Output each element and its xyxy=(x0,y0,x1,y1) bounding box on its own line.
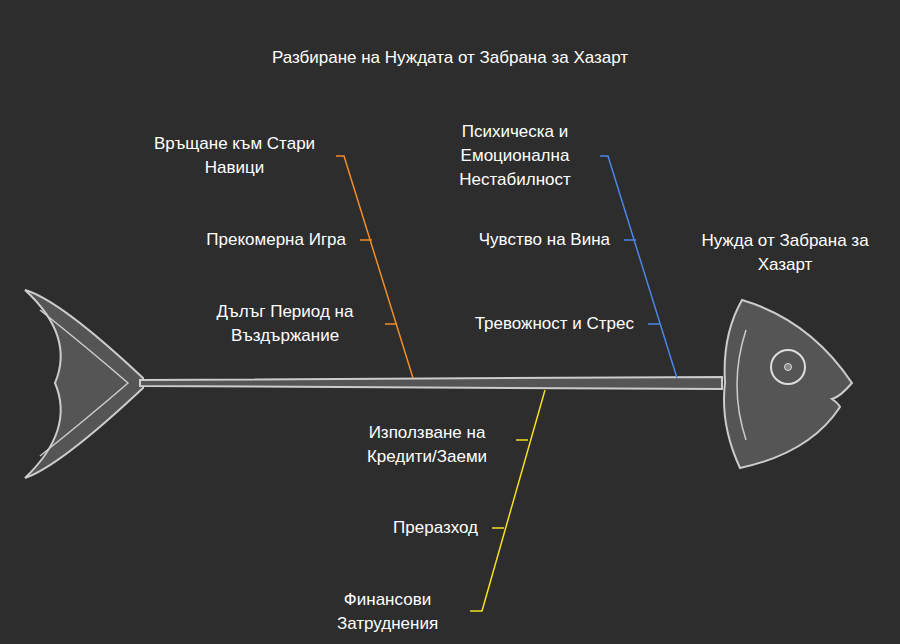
cause-label: Тревожност и Стрес xyxy=(475,312,634,336)
cause-label: Преразход xyxy=(393,516,478,540)
branch-tick xyxy=(648,323,660,325)
branch-tick xyxy=(516,439,528,441)
cause-label: Връщане към Стари Навици xyxy=(147,132,322,180)
cause-label: Прекомерна Игра xyxy=(206,228,346,252)
tail-line xyxy=(40,310,128,456)
blue-branch xyxy=(600,156,677,378)
branch-tick xyxy=(360,239,372,241)
fish-eye xyxy=(771,350,805,384)
gill-line xyxy=(737,330,746,440)
branch-tick xyxy=(624,239,636,241)
cause-label: Дълъг Период на Въздържание xyxy=(200,300,370,348)
fish-spine xyxy=(140,377,722,389)
fish-head: Нужда от Забрана за Хазарт xyxy=(690,225,880,475)
cause-label: Чувство на Вина xyxy=(479,228,610,252)
branch-line xyxy=(600,156,677,378)
branch-tick xyxy=(385,323,397,325)
cause-label: Психическа и Емоционална Нестабилност xyxy=(445,120,585,192)
head-outline xyxy=(724,300,852,468)
diagram-title: Разбиране на Нуждата от Забрана за Хазар… xyxy=(0,48,900,68)
eye-pupil xyxy=(785,364,792,371)
branch-tick xyxy=(492,527,504,529)
effect-label: Нужда от Забрана за Хазарт xyxy=(700,225,870,277)
cause-label: Финансови Затруднения xyxy=(320,588,455,636)
fish-tail xyxy=(25,290,143,478)
branch-line xyxy=(336,156,413,378)
cause-label: Използване на Кредити/Заеми xyxy=(352,421,502,469)
orange-branch xyxy=(336,156,413,378)
